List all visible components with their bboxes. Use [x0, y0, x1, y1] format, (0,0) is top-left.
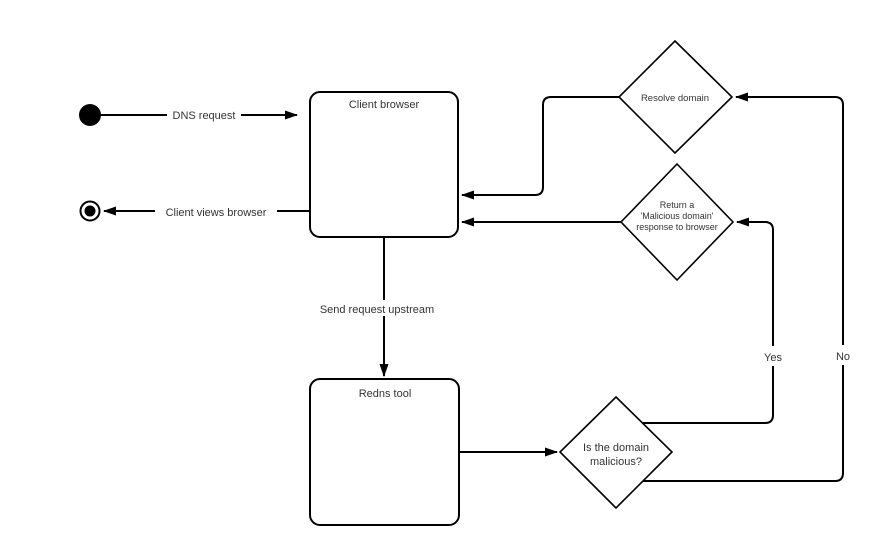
- node-return-malicious-domain: Return a 'Malicious domain' response to …: [619, 162, 735, 282]
- edge-label-client-views-browser-text: Client views browser: [166, 207, 267, 219]
- end-node-core: [84, 205, 96, 217]
- edge-no-branch: [643, 92, 844, 482]
- edge-label-send-request-upstream: Send request upstream: [307, 300, 447, 316]
- start-node: [79, 104, 101, 126]
- node-client-browser-label: Client browser: [349, 99, 420, 111]
- edge-yes-branch: [643, 217, 774, 424]
- node-is-domain-malicious-label-line2: malicious?: [590, 456, 642, 468]
- node-resolve-domain-label: Resolve domain: [641, 93, 709, 104]
- node-client-browser: Client browser: [309, 91, 459, 238]
- edge-label-dns-request-text: DNS request: [173, 110, 236, 122]
- edge-label-send-request-upstream-text: Send request upstream: [320, 304, 434, 316]
- edge-label-yes: Yes: [759, 346, 787, 366]
- edge-resolve-to-browser: [461, 96, 619, 200]
- edge-label-no: No: [830, 345, 856, 365]
- node-return-malicious-label-line2: 'Malicious domain': [641, 211, 714, 221]
- edge-label-yes-text: Yes: [764, 352, 782, 364]
- edge-label-client-views-browser: Client views browser: [155, 203, 277, 219]
- node-return-malicious-label-line3: response to browser: [636, 222, 718, 232]
- node-resolve-domain: Resolve domain: [617, 39, 734, 155]
- edge-label-no-text: No: [836, 351, 850, 363]
- end-node: [79, 200, 101, 222]
- node-is-domain-malicious: Is the domain malicious?: [558, 395, 674, 510]
- node-redns-tool-label: Redns tool: [359, 388, 412, 400]
- node-is-domain-malicious-label-line1: Is the domain: [583, 442, 649, 454]
- edge-label-dns-request: DNS request: [167, 106, 241, 122]
- node-redns-tool: Redns tool: [309, 378, 460, 526]
- node-return-malicious-label-line1: Return a: [660, 200, 695, 210]
